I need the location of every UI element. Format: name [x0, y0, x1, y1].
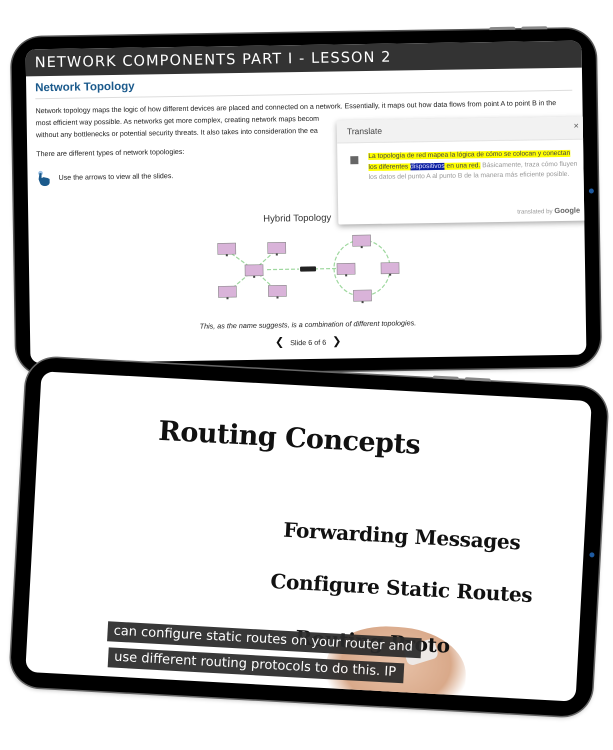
- volume-button: [432, 375, 459, 380]
- hybrid-topology-diagram: [217, 234, 400, 304]
- slide-navigation: ❮ Slide 6 of 6 ❯: [30, 333, 586, 352]
- attribution-prefix: translated by: [517, 208, 555, 216]
- selected-word: dispositivos: [410, 162, 445, 170]
- lesson-tablet: NETWORK COMPONENTS PART I - LESSON 2 Net…: [11, 26, 601, 376]
- switch-icon: [300, 266, 317, 272]
- translated-text: La topología de red mapea la lógica de c…: [368, 149, 577, 184]
- video-tablet: Routing Concepts Forwarding Messages Con…: [9, 356, 609, 718]
- close-icon[interactable]: ×: [573, 120, 579, 131]
- lesson-screen: NETWORK COMPONENTS PART I - LESSON 2 Net…: [25, 40, 587, 364]
- camera-dot: [589, 552, 595, 558]
- video-title: Routing Concepts: [157, 415, 421, 461]
- camera-dot: [588, 188, 594, 194]
- diagram-title: Hybrid Topology: [263, 212, 332, 225]
- hand-pointer-icon: [38, 170, 50, 187]
- chevron-right-icon[interactable]: ❯: [332, 334, 342, 348]
- section-title: Network Topology: [35, 73, 573, 100]
- power-button: [464, 377, 491, 382]
- speaker-square-icon[interactable]: [350, 156, 359, 165]
- video-screen[interactable]: Routing Concepts Forwarding Messages Con…: [25, 371, 592, 702]
- power-button: [521, 26, 548, 30]
- chevron-left-icon[interactable]: ❮: [274, 335, 285, 349]
- translate-popup: Translate × La topología de red mapea la…: [336, 116, 587, 225]
- slide-caption: This, as the name suggests, is a combina…: [199, 318, 417, 331]
- topic-item: Configure Static Routes: [269, 569, 534, 608]
- google-logo[interactable]: Google: [554, 205, 581, 216]
- translate-title: Translate: [346, 125, 383, 137]
- topic-item: Forwarding Messages: [282, 517, 522, 555]
- volume-button: [489, 26, 516, 31]
- translate-attribution: translated by Google: [517, 206, 580, 216]
- hint-text: Use the arrows to view all the slides.: [58, 172, 174, 182]
- hint-row: Use the arrows to view all the slides.: [36, 162, 573, 187]
- highlighted-text: en una red.: [444, 161, 481, 170]
- slide-counter: Slide 6 of 6: [290, 337, 327, 347]
